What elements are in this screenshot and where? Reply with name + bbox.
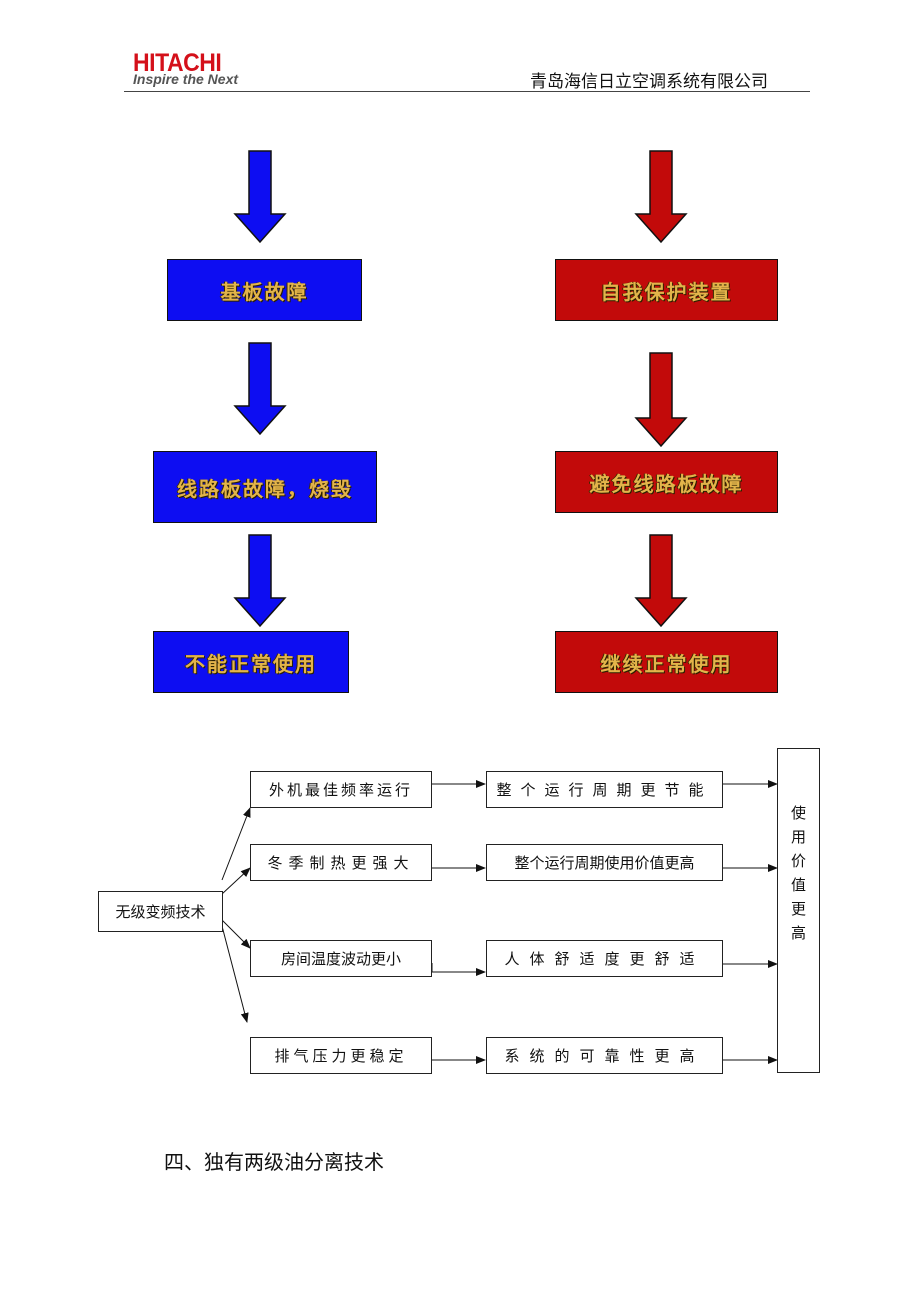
diagram-middle-box-3: 房间温度波动更小 xyxy=(250,940,432,977)
diagram-right-box-1: 整个运行周期更节能 xyxy=(486,771,723,808)
result-char: 用 xyxy=(790,828,806,846)
flow-right-step-2: 避免线路板故障 xyxy=(555,451,778,513)
flow-left-step-3: 不能正常使用 xyxy=(153,631,349,693)
header-divider xyxy=(124,91,810,92)
result-char: 使 xyxy=(790,804,806,822)
flow-right-step-3: 继续正常使用 xyxy=(555,631,778,693)
diagram-result-box: 使 用 价 值 更 高 xyxy=(777,748,820,1073)
diagram-right-box-3: 人体舒适度更舒适 xyxy=(486,940,723,977)
result-char: 更 xyxy=(790,900,806,918)
down-arrow-icon xyxy=(634,150,688,244)
flow-left-step-2: 线路板故障，烧毁 xyxy=(153,451,377,523)
hitachi-logo: HITACHI Inspire the Next xyxy=(133,50,273,90)
diagram-middle-box-1: 外机最佳频率运行 xyxy=(250,771,432,808)
diagram-right-box-2: 整个运行周期使用价值更高 xyxy=(486,844,723,881)
down-arrow-icon xyxy=(634,352,688,448)
down-arrow-icon xyxy=(233,342,287,436)
flow-left-step-1: 基板故障 xyxy=(167,259,362,321)
down-arrow-icon xyxy=(233,534,287,628)
diagram-source-box: 无级变频技术 xyxy=(98,891,223,932)
down-arrow-icon xyxy=(634,534,688,628)
diagram-right-box-4: 系统的可靠性更高 xyxy=(486,1037,723,1074)
down-arrow-icon xyxy=(233,150,287,244)
result-char: 值 xyxy=(790,876,806,894)
flow-right-step-1: 自我保护装置 xyxy=(555,259,778,321)
diagram-middle-box-4: 排气压力更稳定 xyxy=(250,1037,432,1074)
logo-tagline: Inspire the Next xyxy=(133,71,239,87)
diagram-middle-box-2: 冬季制热更强大 xyxy=(250,844,432,881)
result-char: 高 xyxy=(790,924,806,942)
result-char: 价 xyxy=(790,852,806,870)
section-heading: 四、独有两级油分离技术 xyxy=(164,1150,384,1174)
logo-main-text: HITACHI xyxy=(133,49,222,77)
company-name: 青岛海信日立空调系统有限公司 xyxy=(530,72,768,92)
